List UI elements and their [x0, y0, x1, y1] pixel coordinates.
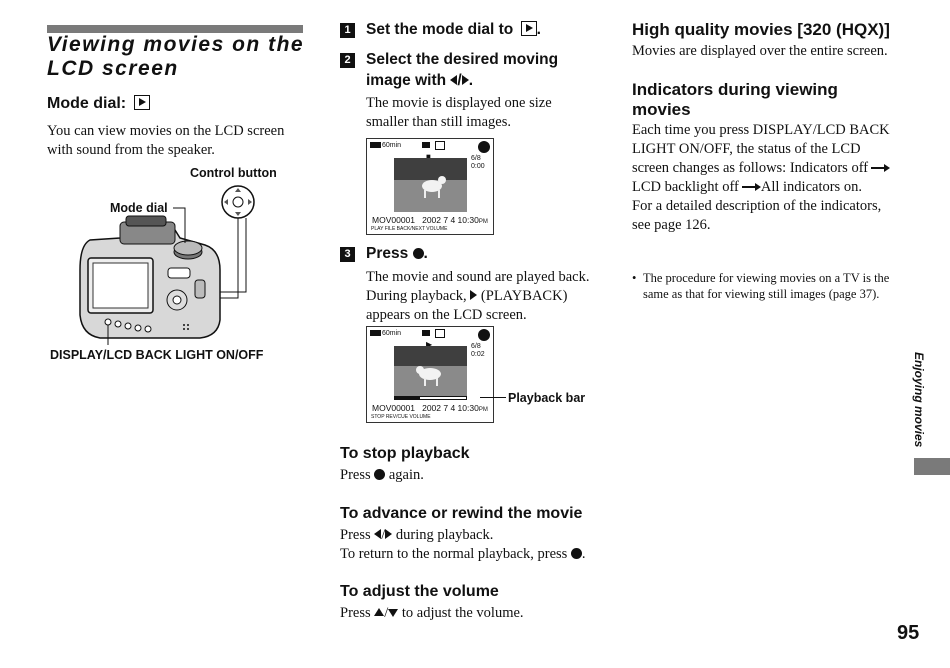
lcd-screen-paused: 60min ■ 6/8 0:00 MOV00001 2002 7 4 10:30… — [366, 138, 494, 235]
side-section-label: Enjoying movies — [912, 352, 926, 448]
hq-body: Movies are displayed over the entire scr… — [632, 43, 888, 59]
indicators-body-c: All indicators on. — [760, 179, 862, 195]
advance-line-2: To return to the normal playback, press — [340, 546, 568, 562]
center-button-icon — [412, 248, 424, 259]
step-3-body-a: The movie and sound are played back. Dur… — [366, 269, 590, 304]
step-3-body: The movie and sound are played back. Dur… — [366, 268, 598, 325]
time-counter: 0:02 — [471, 351, 485, 358]
indicators-body-d: For a detailed description of the indica… — [632, 198, 882, 233]
playback-bar-label: Playback bar — [508, 391, 586, 405]
indicators-heading: Indicators during viewing movies — [632, 80, 838, 119]
stop-body: Press again. — [340, 466, 424, 485]
stop-status-icon: ■ — [426, 152, 431, 161]
file-name: MOV00001 — [372, 403, 415, 413]
stop-heading: To stop playback — [340, 445, 470, 462]
indicators-body: Each time you press DISPLAY/LCD BACK LIG… — [632, 121, 892, 235]
right-arrow-icon — [461, 75, 469, 85]
center-button-icon — [374, 469, 386, 480]
down-arrow-icon — [388, 609, 399, 617]
image-size-icon — [435, 329, 445, 338]
mode-dial-label: Mode dial — [110, 201, 168, 215]
step-2-line-2: image with — [366, 72, 447, 89]
page-number: 95 — [897, 622, 920, 644]
frame-counter: 6/8 — [471, 343, 481, 350]
note-item: • The procedure for viewing movies on a … — [632, 270, 890, 302]
step-2-text: Select the desired moving image with /. — [366, 51, 559, 89]
step-1-text: Set the mode dial to . — [366, 21, 541, 38]
mode-dial-heading-text: Mode dial: — [47, 95, 127, 112]
arrow-right-icon — [741, 183, 761, 191]
step-1-label: Set the mode dial to — [366, 21, 514, 38]
control-button-label: Control button — [190, 166, 277, 180]
advance-heading: To advance or rewind the movie — [340, 505, 583, 522]
advance-line-1a: Press — [340, 527, 371, 543]
counter: 6/8 0:02 — [471, 343, 485, 359]
movie-icon — [422, 142, 430, 148]
playback-progress-bar — [394, 396, 467, 400]
side-tab-marker — [914, 458, 950, 475]
file-date: 2002 7 4 10:30 — [422, 403, 479, 413]
stop-body-a: Press — [340, 467, 371, 483]
up-arrow-icon — [374, 608, 385, 616]
playback-mode-icon — [133, 95, 150, 110]
file-info: MOV00001 2002 7 4 10:30PM — [372, 403, 488, 413]
movie-icon — [422, 330, 430, 336]
movie-thumbnail — [394, 158, 467, 212]
play-status-icon: ▶ — [426, 340, 433, 349]
step-3-text: Press . — [366, 245, 428, 262]
indicators-body-a: Each time you press DISPLAY/LCD BACK LIG… — [632, 122, 890, 176]
advance-body: Press / during playback. To return to th… — [340, 527, 586, 562]
stop-body-b: again. — [388, 467, 424, 483]
file-ampm: PM — [478, 407, 488, 413]
button-hint: PLAY FILE BACK/NEXT VOLUME — [371, 226, 448, 232]
hq-heading: High quality movies [320 (HQX)] — [632, 20, 890, 39]
playback-icon — [470, 290, 478, 300]
volume-body-b: to adjust the volume. — [401, 605, 524, 621]
arrow-right-icon — [871, 164, 891, 172]
lcd-screen-playing: 60min ▶ 6/8 0:02 MOV00001 2002 7 4 10:30… — [366, 326, 494, 423]
camera-drawing — [79, 185, 255, 345]
volume-body: Press / to adjust the volume. — [340, 605, 524, 621]
file-info: MOV00001 2002 7 4 10:30PM — [372, 215, 488, 225]
mode-dial-heading: Mode dial: — [47, 95, 150, 113]
bullet-icon: • — [632, 271, 637, 285]
step-2-number: 2 — [340, 53, 355, 68]
disc-icon — [478, 329, 490, 341]
time-counter: 0:00 — [471, 163, 485, 170]
counter: 6/8 0:00 — [471, 155, 485, 171]
battery-indicator: 60min — [370, 142, 401, 149]
step-3-label: Press — [366, 245, 409, 262]
frame-counter: 6/8 — [471, 155, 481, 162]
display-button-label: DISPLAY/LCD BACK LIGHT ON/OFF — [50, 348, 264, 362]
advance-line-1b: during playback. — [395, 527, 494, 543]
title-bar — [47, 25, 303, 33]
page-title: Viewing movies on the LCD screen — [47, 33, 305, 80]
battery-indicator: 60min — [370, 330, 401, 337]
note-text: The procedure for viewing movies on a TV… — [643, 271, 890, 301]
left-arrow-icon — [450, 75, 458, 85]
step-3-body-b: (PLAYBACK) appears on the LCD screen. — [366, 288, 568, 323]
camera-illustration — [60, 160, 310, 360]
step-2-line-1: Select the desired moving — [366, 51, 559, 68]
playback-bar-callout — [480, 397, 506, 398]
volume-body-a: Press — [340, 605, 371, 621]
step-2-body: The movie is displayed one size smaller … — [366, 95, 552, 130]
playback-mode-icon — [520, 21, 537, 36]
button-hint: STOP REV/CUE VOLUME — [371, 414, 431, 420]
left-arrow-icon — [374, 529, 382, 539]
movie-thumbnail — [394, 346, 467, 396]
image-size-icon — [435, 141, 445, 150]
step-1-number: 1 — [340, 23, 355, 38]
volume-heading: To adjust the volume — [340, 583, 499, 600]
disc-icon — [478, 141, 490, 153]
file-date: 2002 7 4 10:30 — [422, 215, 479, 225]
file-ampm: PM — [478, 219, 488, 225]
step-3-number: 3 — [340, 247, 355, 262]
intro-text: You can view movies on the LCD screen wi… — [47, 123, 285, 158]
indicators-body-b: LCD backlight off — [632, 179, 739, 195]
center-button-icon — [570, 548, 582, 559]
right-arrow-icon — [385, 529, 393, 539]
playback-progress-fill — [395, 397, 420, 399]
file-name: MOV00001 — [372, 215, 415, 225]
